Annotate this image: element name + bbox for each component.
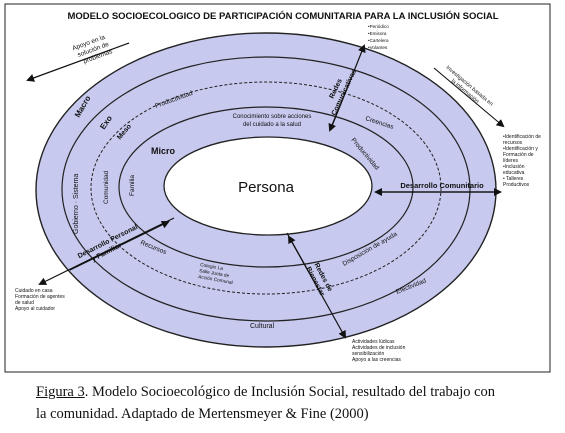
label-conocimiento-2: del cuidado a la salud (243, 122, 301, 128)
label-colegio-2: Salle Junta de (199, 268, 230, 279)
caption-figure-label: Figura 3 (36, 384, 85, 400)
cuidado-list: Cuidado en casa Formación de agentes de … (15, 288, 65, 312)
svg-text:recursos: recursos (503, 140, 523, 146)
center-persona: Persona (238, 179, 295, 196)
label-colegio-3: Acción Comunal (198, 274, 233, 286)
caption-line-1-text: . Modelo Socioecológico de Inclusión Soc… (84, 384, 496, 400)
media-item: •Cartelera (368, 38, 389, 43)
svg-text:•Identificación de: •Identificación de (503, 134, 541, 140)
label-colegio-1: Colegio La (200, 262, 224, 272)
svg-text:•Inclusión: •Inclusión (503, 164, 525, 170)
arrow-desarrollo-personal-back (69, 221, 170, 271)
svg-text:educativa: educativa (503, 170, 525, 176)
svg-text:Formación de: Formación de (503, 152, 534, 158)
svg-text:Apoyo al cuidador: Apoyo al cuidador (15, 306, 55, 312)
ellipse-micro (118, 106, 414, 268)
media-item: •Volantes (368, 45, 388, 50)
svg-text:Cuidado en casa: Cuidado en casa (15, 288, 53, 294)
caption-line-2: la comunidad. Adaptado de Mertensmeyer &… (36, 406, 369, 422)
svg-text:Actividades lúdicas: Actividades lúdicas (352, 339, 395, 345)
arrow-apoyo (26, 42, 130, 82)
label-gobierno-sistema: Gobierno · Sistema (73, 174, 80, 234)
media-item: •Periódico (368, 24, 389, 29)
svg-text:sensibilización: sensibilización (352, 351, 384, 357)
svg-text:Actividades de inclusión: Actividades de inclusión (352, 345, 406, 351)
ellipse-meso (90, 81, 442, 295)
arrow-desarrollo-personal (38, 217, 175, 285)
label-desarrollo-comunitario: Desarrollo Comunitario (400, 181, 484, 190)
svg-text:líderes: líderes (503, 158, 519, 164)
recursos-list: •Identificación de recursos •Identificac… (503, 134, 541, 188)
label-comunidad: Comunidad (103, 170, 110, 204)
svg-text:• Talleres: • Talleres (503, 176, 524, 182)
diagram-title: MODELO SOCIOECOLOGICO DE PARTICIPACIÓN C… (67, 10, 498, 22)
svg-text:Productivos: Productivos (503, 182, 530, 188)
ellipse-exo (61, 56, 471, 322)
actividades-list: Actividades lúdicas Actividades de inclu… (352, 339, 406, 363)
svg-text:•Identificación y: •Identificación y (503, 146, 538, 152)
label-cultural: Cultural (250, 323, 275, 330)
arrow-redes-bienestar-back (288, 235, 321, 293)
ellipse-persona (163, 136, 373, 236)
arrow-redes-down (328, 85, 349, 132)
label-conocimiento-1: Conocimiento sobre acciones (233, 114, 312, 120)
svg-text:de salud: de salud (15, 300, 34, 306)
svg-text:Formación de agentes: Formación de agentes (15, 294, 65, 300)
arrow-investigacion (433, 67, 505, 128)
svg-text:Apoyo a las creencias: Apoyo a las creencias (352, 357, 401, 363)
level-micro: Micro (151, 146, 176, 156)
label-familia: Familia (129, 175, 136, 196)
media-item: •Emisora (368, 31, 387, 36)
caption-line-1: Figura 3. Modelo Socioecológico de Inclu… (36, 384, 495, 401)
arrow-apoyo-text: Apoyo en la solución de problemas (71, 34, 114, 65)
media-list: •Periódico •Emisora •Cartelera •Volantes (368, 24, 389, 50)
